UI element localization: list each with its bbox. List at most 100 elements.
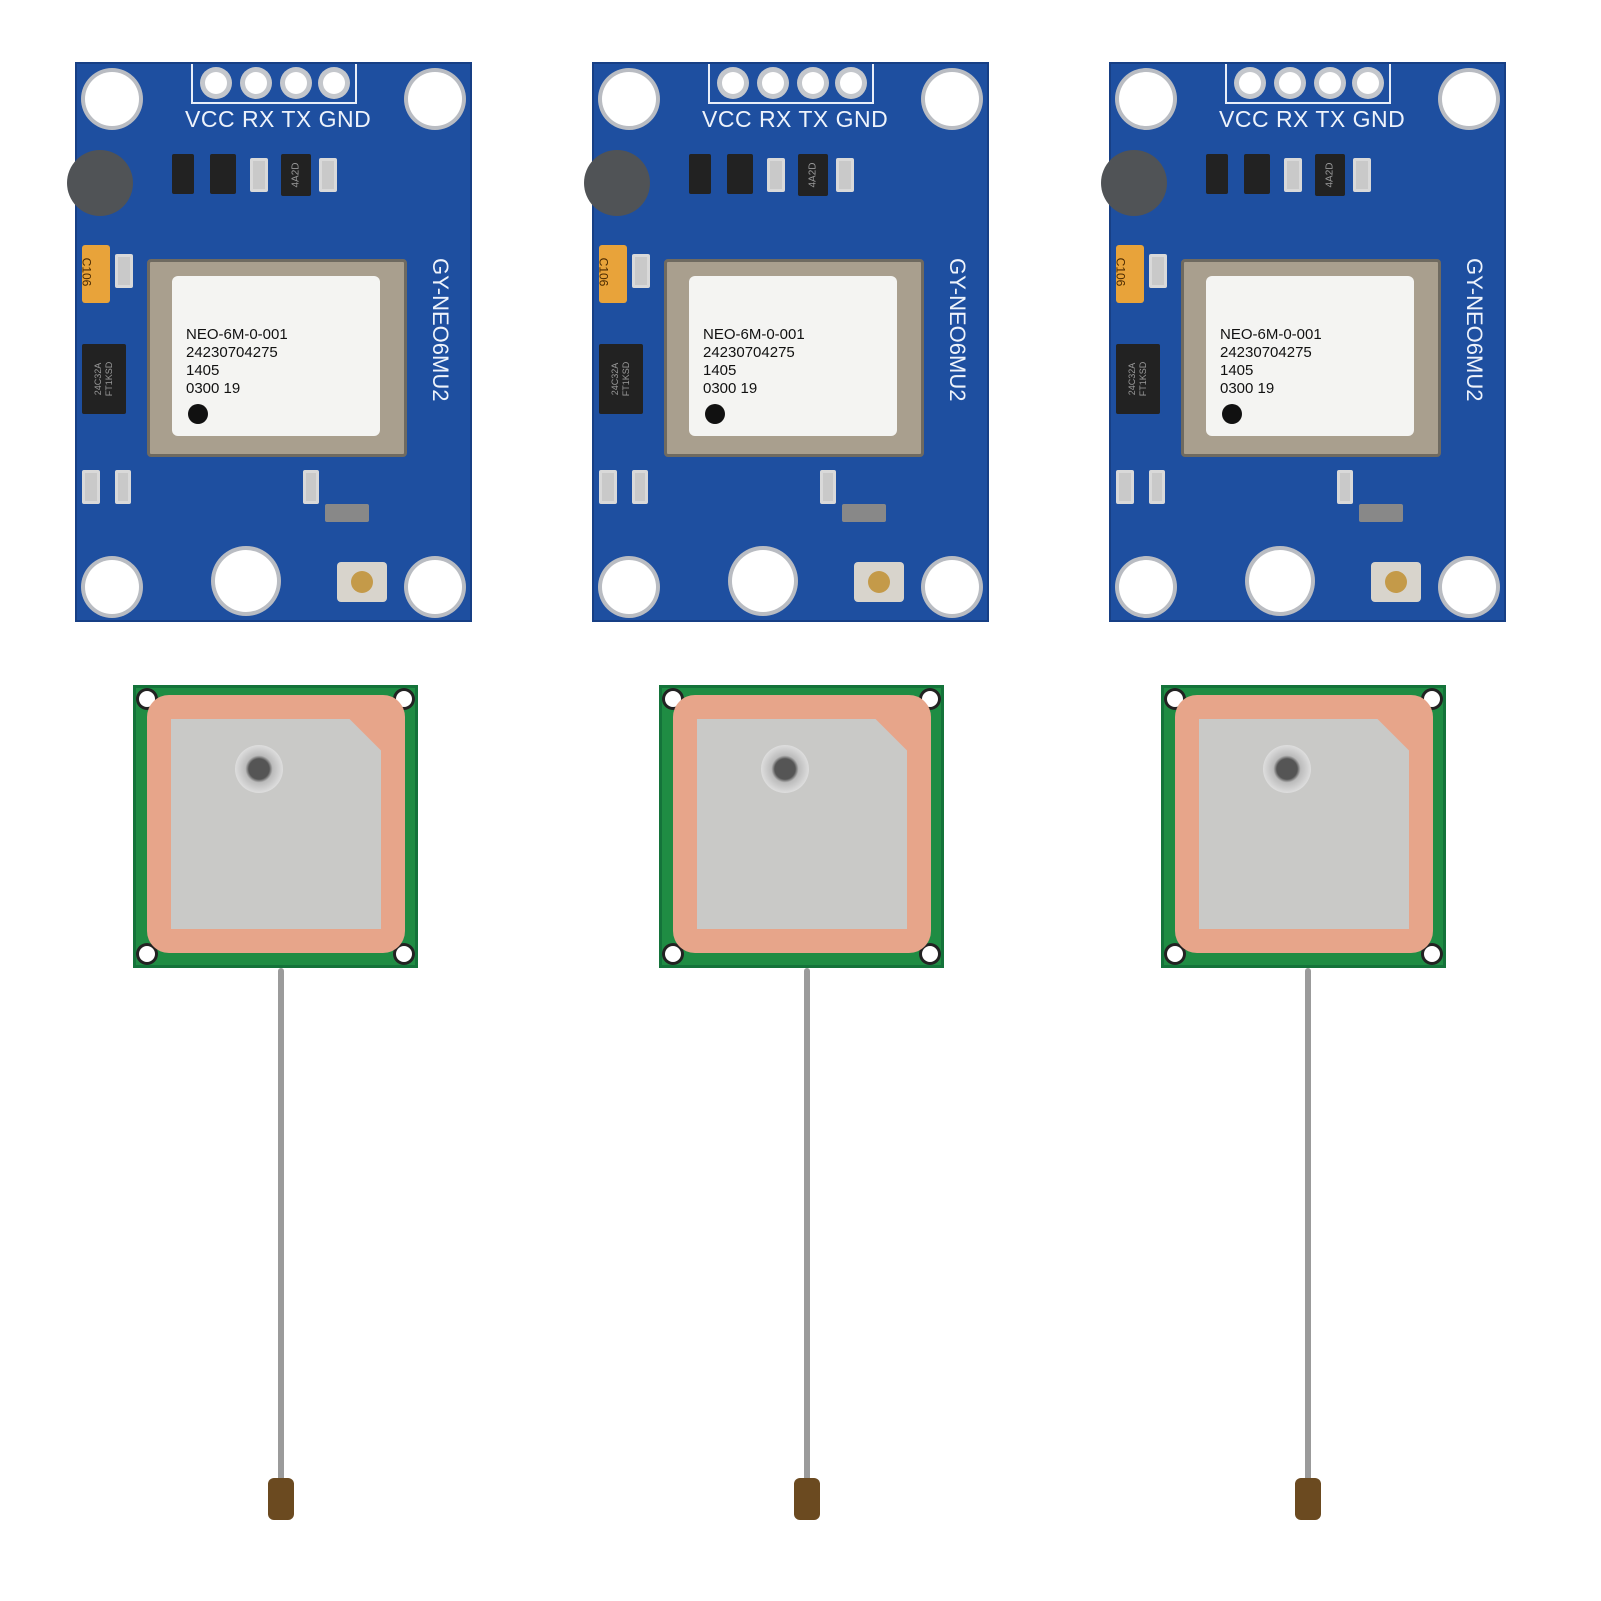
smd-component: [1206, 154, 1228, 194]
regulator-chip: 4A2D: [1315, 154, 1345, 196]
mount-hole: [925, 72, 979, 126]
regulator-chip: 4A2D: [281, 154, 311, 196]
backup-battery: [1101, 150, 1167, 216]
ipex-connector: [794, 1478, 820, 1520]
pin-labels: VCC RX TX GND: [1219, 106, 1406, 132]
ufl-connector: [854, 562, 904, 602]
ceramic-patch: [1175, 695, 1433, 953]
smd-component: [842, 504, 886, 522]
mount-hole: [1442, 72, 1496, 126]
led: [599, 470, 617, 504]
mount-hole: [1424, 946, 1440, 962]
patch-antenna: [659, 685, 944, 968]
eeprom-marking: 24C32A FT1KSD: [610, 361, 631, 397]
pin-header: [1225, 64, 1391, 104]
pin-labels: VCC RX TX GND: [185, 106, 372, 132]
smd-component: [1149, 254, 1167, 288]
tantalum-capacitor: C106: [596, 245, 627, 303]
smd-component: [1284, 158, 1302, 192]
mount-hole: [1119, 72, 1173, 126]
module-label: NEO-6M-0-001 24230704275 1405 0300 19: [172, 276, 380, 436]
mount-hole: [215, 550, 277, 612]
module-label: NEO-6M-0-001 24230704275 1405 0300 19: [1206, 276, 1414, 436]
ufl-connector: [1371, 562, 1421, 602]
smd-component: [767, 158, 785, 192]
mount-hole: [1119, 560, 1173, 614]
feed-point: [1263, 745, 1311, 793]
mount-hole: [85, 560, 139, 614]
neo-6m-module: NEO-6M-0-001 24230704275 1405 0300 19: [664, 259, 924, 457]
feed-point: [761, 745, 809, 793]
pin-rx: [762, 72, 784, 94]
eeprom-chip: 24C32A FT1KSD: [82, 344, 126, 414]
pin-tx: [802, 72, 824, 94]
patch-antenna: [1161, 685, 1446, 968]
silver-patch: [171, 719, 381, 929]
smd-component: [632, 254, 650, 288]
pin-tx: [285, 72, 307, 94]
mount-hole: [602, 72, 656, 126]
smd-component: [1353, 158, 1371, 192]
smd-component: [115, 254, 133, 288]
board-model: GY-NEO6MU2: [1462, 258, 1487, 402]
smd-component: [250, 158, 268, 192]
smd-component: [820, 470, 836, 504]
backup-battery: [67, 150, 133, 216]
smd-component: [632, 470, 648, 504]
pin-labels: VCC RX TX GND: [702, 106, 889, 132]
smd-component: [836, 158, 854, 192]
smd-component: [1359, 504, 1403, 522]
pin-gnd: [323, 72, 345, 94]
smd-component: [325, 504, 369, 522]
eeprom-chip: 24C32A FT1KSD: [1116, 344, 1160, 414]
pin-vcc: [1239, 72, 1261, 94]
silver-patch: [1199, 719, 1409, 929]
smd-component: [689, 154, 711, 194]
mount-hole: [408, 72, 462, 126]
pin1-dot: [705, 404, 725, 424]
mount-hole: [1442, 560, 1496, 614]
gps-module-board: VCC RX TX GND 4A2D C106 24C32A FT1KSD NE…: [584, 62, 989, 622]
smd-component: [1244, 154, 1270, 194]
regulator-chip: 4A2D: [798, 154, 828, 196]
pin-tx: [1319, 72, 1341, 94]
ufl-connector: [337, 562, 387, 602]
backup-battery: [584, 150, 650, 216]
led: [1116, 470, 1134, 504]
antenna-cable: [804, 968, 810, 1488]
smd-component: [1149, 470, 1165, 504]
pin-vcc: [205, 72, 227, 94]
ipex-connector: [268, 1478, 294, 1520]
smd-component: [303, 470, 319, 504]
eeprom-marking: 24C32A FT1KSD: [1127, 361, 1148, 397]
ceramic-patch: [147, 695, 405, 953]
regulator-marking: 4A2D: [807, 162, 819, 188]
silver-patch: [697, 719, 907, 929]
mount-hole: [396, 946, 412, 962]
eeprom-marking: 24C32A FT1KSD: [93, 361, 114, 397]
mount-hole: [1249, 550, 1311, 612]
pin1-dot: [188, 404, 208, 424]
pin1-dot: [1222, 404, 1242, 424]
neo-6m-module: NEO-6M-0-001 24230704275 1405 0300 19: [1181, 259, 1441, 457]
gps-module-board: VCC RX TX GND 4A2D C106 24C32A FT1KSD NE…: [1101, 62, 1506, 622]
pin-gnd: [840, 72, 862, 94]
patch-antenna: [133, 685, 418, 968]
feed-point: [235, 745, 283, 793]
smd-component: [727, 154, 753, 194]
antenna-cable: [1305, 968, 1311, 1488]
mount-hole: [139, 946, 155, 962]
mount-hole: [602, 560, 656, 614]
smd-component: [319, 158, 337, 192]
led: [82, 470, 100, 504]
mount-hole: [922, 946, 938, 962]
mount-hole: [925, 560, 979, 614]
ceramic-patch: [673, 695, 931, 953]
regulator-marking: 4A2D: [290, 162, 302, 188]
smd-component: [1337, 470, 1353, 504]
pin-rx: [245, 72, 267, 94]
mount-hole: [85, 72, 139, 126]
pin-header: [708, 64, 874, 104]
tantalum-capacitor: C106: [79, 245, 110, 303]
tantalum-capacitor: C106: [1113, 245, 1144, 303]
